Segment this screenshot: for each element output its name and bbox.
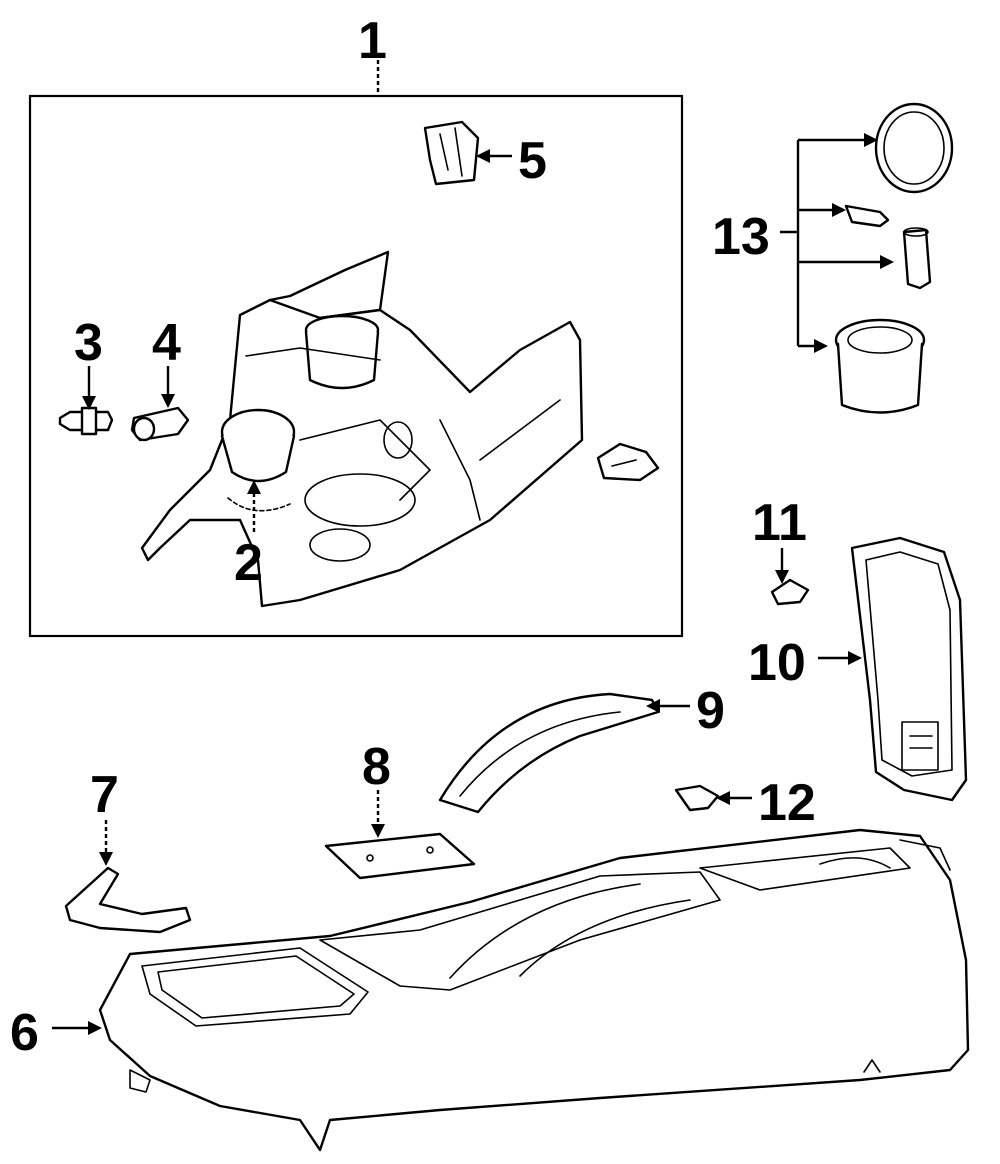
part-2-leader xyxy=(227,480,291,532)
part-6-console-body xyxy=(52,828,970,1152)
part-8-plate xyxy=(324,790,476,880)
callout-10: 10 xyxy=(748,634,806,692)
retainer-clip xyxy=(596,442,660,482)
callout-6: 6 xyxy=(10,1004,39,1062)
callout-12: 12 xyxy=(758,774,816,832)
callout-9: 9 xyxy=(696,682,725,740)
part-11-clip xyxy=(770,548,810,606)
callout-labels: 1 2 3 4 5 6 7 8 9 10 11 12 13 xyxy=(10,12,816,1062)
part-9-trim-strip xyxy=(438,692,690,814)
front-console-panel xyxy=(140,250,584,608)
callout-1: 1 xyxy=(358,12,387,70)
callout-8: 8 xyxy=(362,738,391,796)
callout-3: 3 xyxy=(74,314,103,372)
callout-11: 11 xyxy=(752,494,807,552)
part-5-clip xyxy=(423,120,512,186)
callout-4: 4 xyxy=(152,314,181,372)
assembly-box-frame xyxy=(28,94,684,638)
callout-7: 7 xyxy=(90,766,119,824)
part-10-armrest xyxy=(818,536,968,802)
callout-5: 5 xyxy=(518,132,547,190)
part-7-bracket xyxy=(64,820,192,934)
callout-2: 2 xyxy=(234,534,263,592)
assembly-box-group xyxy=(28,60,684,638)
part-13-group xyxy=(780,102,954,414)
part-12-clip xyxy=(674,784,752,812)
callout-13: 13 xyxy=(712,208,770,266)
part-3-screw xyxy=(58,366,114,436)
part-4-bushing xyxy=(130,366,190,442)
